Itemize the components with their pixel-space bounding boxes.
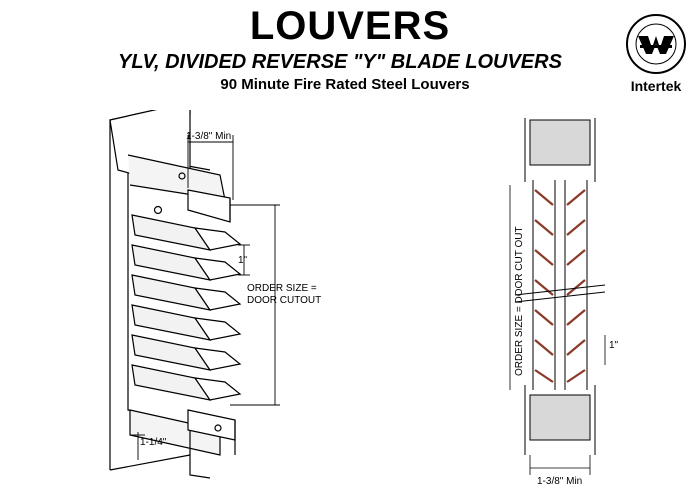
- fire-rating-tagline: 90 Minute Fire Rated Steel Louvers: [220, 76, 470, 93]
- certification-logo: Intertek: [616, 12, 696, 98]
- order-size-label-line1: ORDER SIZE =: [247, 283, 317, 294]
- louver-isometric-drawing: [109, 110, 280, 479]
- louver-section-drawing: [509, 118, 606, 475]
- section-frame-depth-label: 1-3/8" Min: [537, 476, 583, 487]
- blade-spacing-label: 1": [238, 255, 248, 266]
- section-blade-spacing-label: 1": [609, 340, 619, 351]
- certification-brand: Intertek: [630, 78, 682, 94]
- page-subtitle: YLV, DIVIDED REVERSE "Y" BLADE LOUVERS: [118, 51, 562, 73]
- order-size-label-line2: DOOR CUTOUT: [247, 295, 322, 306]
- flange-width-label: 1-1/4": [140, 437, 167, 448]
- recognized-component-seal-icon: [626, 14, 686, 74]
- page-title: LOUVERS: [249, 4, 451, 48]
- section-order-size-label: ORDER SIZE = DOOR CUT OUT: [514, 226, 525, 376]
- frame-depth-label: 1-3/8" Min: [186, 131, 232, 142]
